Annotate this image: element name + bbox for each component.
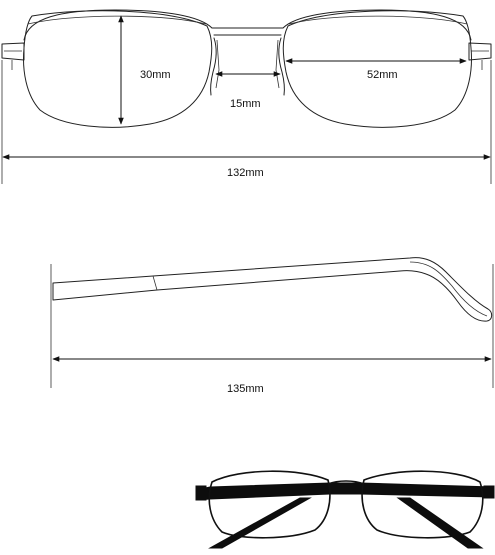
perspective-view [195, 470, 495, 549]
bridge-width-dimension: 15mm [215, 71, 281, 110]
left-lens-rim [23, 9, 213, 41]
perspective-right-temple [396, 497, 484, 549]
lens-width-dimension: 52mm [285, 58, 467, 81]
perspective-bridge [327, 480, 365, 485]
lens-width-label: 52mm [367, 69, 398, 81]
perspective-right-hinge [483, 485, 495, 499]
right-temple-stub [468, 42, 492, 61]
left-nose-pad [210, 37, 217, 96]
perspective-top-bar [195, 482, 494, 501]
perspective-right-lens [361, 470, 484, 539]
perspective-left-temple [208, 497, 312, 549]
temple-arm [52, 257, 493, 322]
left-lens [23, 10, 213, 128]
right-lens-rim [282, 9, 472, 41]
bridge-width-label: 15mm [230, 98, 261, 110]
right-lens [282, 10, 472, 128]
left-temple-stub [1, 42, 25, 61]
lens-height-dimension: 30mm [118, 15, 171, 125]
temple-length-dimension: 135mm [52, 356, 492, 395]
temple-length-label: 135mm [227, 383, 264, 395]
perspective-left-lens [208, 470, 331, 539]
perspective-left-hinge [195, 485, 207, 501]
temple-joint [152, 275, 158, 291]
front-view [1, 9, 492, 128]
right-nose-pad [278, 37, 285, 96]
frame-width-label: 132mm [227, 167, 264, 179]
frame-width-dimension: 132mm [1, 60, 492, 184]
lens-height-label: 30mm [140, 69, 171, 81]
side-view-temple [50, 257, 494, 388]
